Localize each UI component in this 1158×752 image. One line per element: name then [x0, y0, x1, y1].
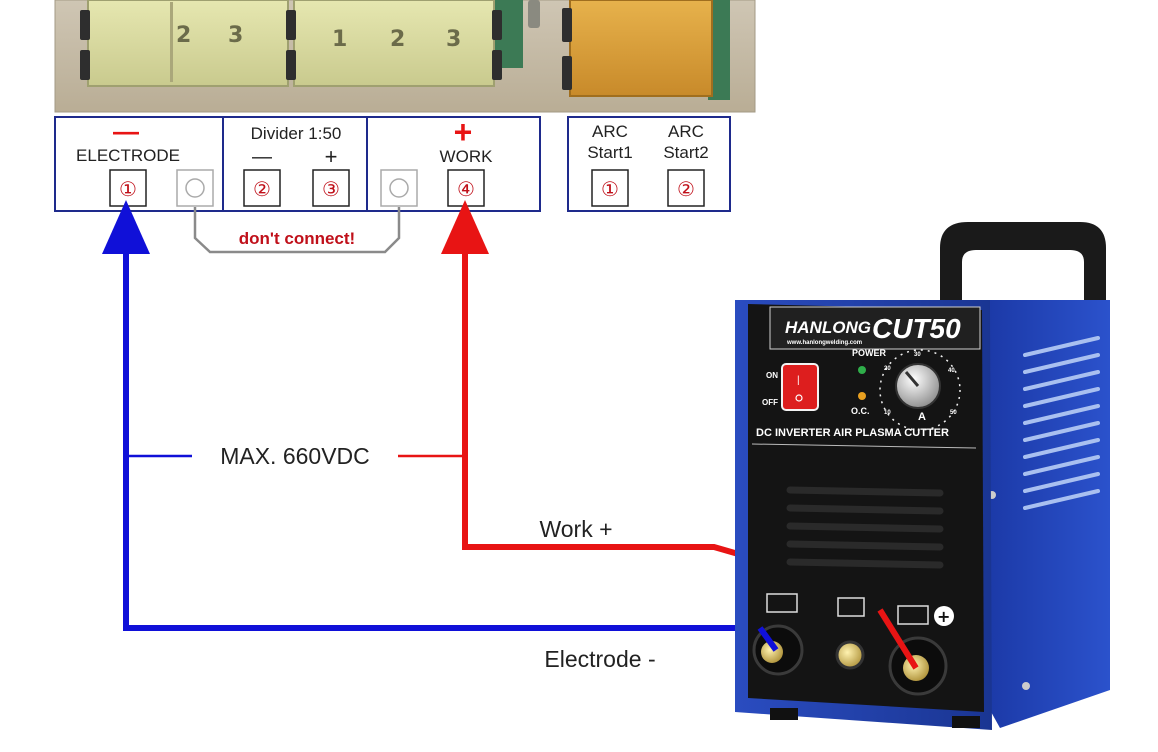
- silk-number: 2: [390, 27, 405, 52]
- silk-number: 3: [446, 27, 461, 52]
- terminal-unused-left: [176, 169, 214, 207]
- terminal-divider-minus: [243, 169, 281, 207]
- work-label: WORK: [440, 147, 494, 166]
- arc-start2-label-line2: Start2: [663, 143, 708, 162]
- torch-socket-icon: [766, 593, 798, 613]
- dont-connect-bracket: don't connect!: [193, 207, 401, 254]
- divider-plus-sign: +: [325, 144, 338, 169]
- cutter-handle: [940, 222, 1106, 300]
- pcb-pin: [528, 0, 540, 28]
- terminal-electrode: [109, 169, 147, 207]
- arc-start1-label-line1: ARC: [592, 122, 628, 141]
- negative-arrowhead: [102, 200, 150, 254]
- plus-terminal-icon: [934, 606, 954, 626]
- terminal-divider-plus: [312, 169, 350, 207]
- electrode-minus-sign: —: [113, 116, 139, 146]
- terminal-work-number: ④: [457, 177, 475, 201]
- work-plus-sign: +: [454, 114, 473, 150]
- terminal-unused-right: [380, 169, 418, 207]
- terminal-arc-start1-number: ①: [601, 177, 619, 201]
- terminal-arc-start1: [591, 169, 629, 207]
- power-label: POWER: [852, 348, 887, 358]
- brand-plate: [769, 306, 981, 350]
- positive-wire-tip: [877, 608, 919, 670]
- silk-number: 2: [176, 23, 191, 48]
- cutter-side: [990, 300, 1110, 728]
- arc-start2-label-line1: ARC: [668, 122, 704, 141]
- work-clamp-icon: [897, 605, 929, 625]
- relay-block-left: 2 3: [80, 0, 289, 87]
- cutter-side-vents: [1023, 336, 1100, 510]
- power-switch[interactable]: [781, 363, 819, 411]
- max-voltage-label: MAX. 660VDC: [220, 443, 370, 469]
- power-led: [858, 366, 866, 374]
- front-grille: [786, 486, 944, 569]
- terminal-electrode-number: ①: [119, 177, 137, 201]
- electrode-wire-label: Electrode -: [544, 646, 655, 672]
- off-label: OFF: [762, 398, 778, 407]
- silk-number: 3: [228, 23, 243, 48]
- silk-number: 1: [332, 27, 347, 52]
- model-name: CUT50: [872, 313, 961, 344]
- work-wire-label: Work +: [539, 516, 612, 542]
- terminal-divider-minus-number: ②: [253, 177, 271, 201]
- knob-scale-1: 10: [884, 410, 891, 416]
- switch-on-mark: |: [797, 375, 800, 386]
- board-photo: 2 3 1 2 3: [54, 0, 756, 113]
- brand-name: HANLONG: [785, 318, 871, 337]
- air-socket-icon: [837, 597, 865, 617]
- knob-scale-4: 40: [948, 368, 955, 374]
- relay-block-middle: 1 2 3: [286, 0, 502, 87]
- description-label: DC INVERTER AIR PLASMA CUTTER: [756, 427, 949, 439]
- negative-wire: [102, 200, 778, 650]
- terminal-arc-start2: [667, 169, 705, 207]
- unit-label: A: [918, 411, 926, 423]
- svg-text:+: +: [937, 607, 950, 626]
- negative-wire-tip: [757, 626, 779, 652]
- arc-start-block: ARC Start1 ① ARC Start2 ②: [567, 116, 731, 212]
- pcb-green-strip: [708, 0, 730, 100]
- knob-scale-3: 30: [914, 352, 921, 358]
- divider-label: Divider 1:50: [251, 124, 342, 143]
- air-socket: [835, 640, 865, 670]
- on-label: ON: [766, 371, 778, 380]
- connector-block: — ELECTRODE ① Divider 1:50 — + ② ③ + WOR…: [54, 114, 541, 212]
- terminal-divider-plus-number: ③: [322, 177, 340, 201]
- dont-connect-label: don't connect!: [239, 229, 355, 248]
- electrode-label: ELECTRODE: [76, 146, 180, 165]
- plasma-cutter: HANLONG CUT50 www.hanlongwelding.com POW…: [735, 222, 1110, 730]
- knob-scale-2: 20: [884, 366, 891, 372]
- terminal-arc-start2-number: ②: [677, 177, 695, 201]
- oc-led: [858, 392, 866, 400]
- website-text: www.hanlongwelding.com: [786, 340, 862, 346]
- knob-scale-5: 50: [950, 410, 957, 416]
- positive-arrowhead: [441, 200, 489, 254]
- relay-block-amber: [562, 0, 713, 97]
- arc-start1-label-line2: Start1: [587, 143, 632, 162]
- oc-label: O.C.: [851, 406, 870, 416]
- knob-scale-ring: [879, 349, 961, 431]
- divider-minus-sign: —: [252, 146, 272, 168]
- terminal-work: [447, 169, 485, 207]
